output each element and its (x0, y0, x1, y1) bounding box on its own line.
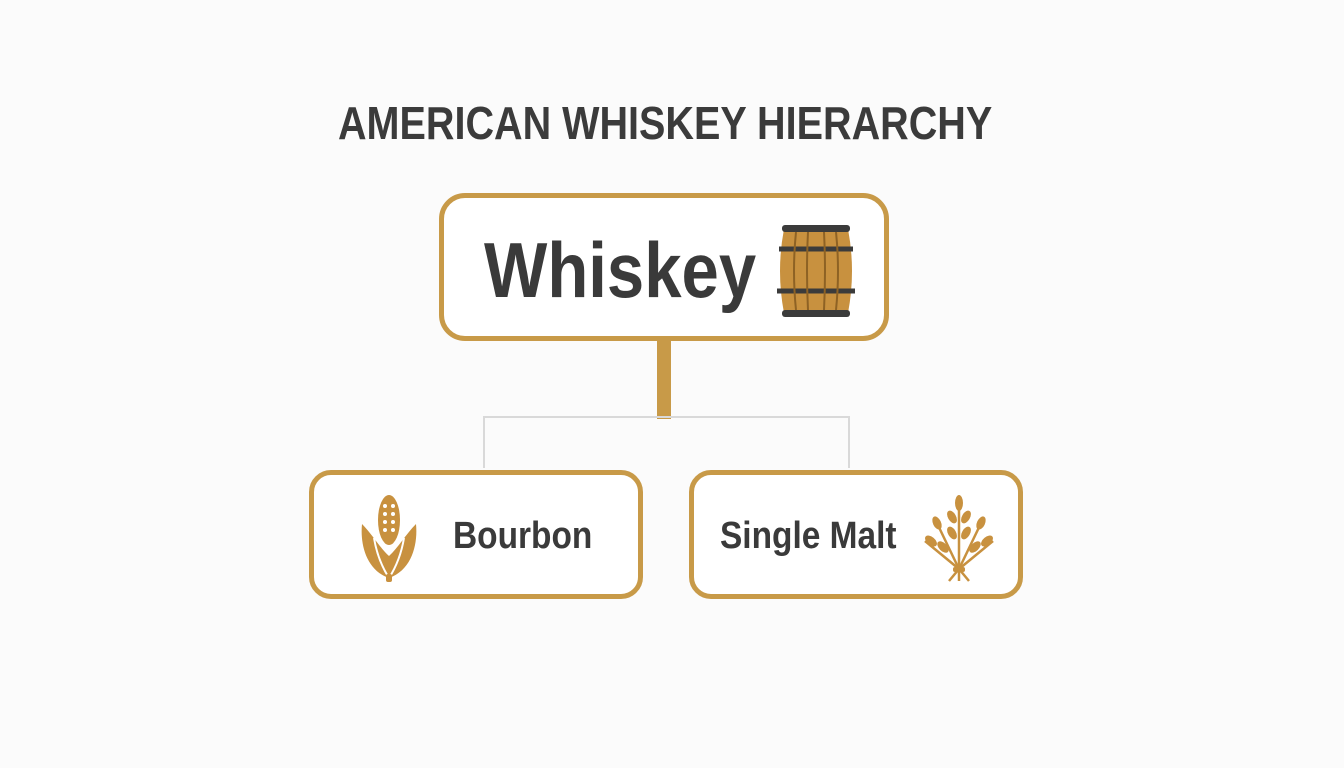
diagram-title: AMERICAN WHISKEY HIERARCHY (337, 97, 993, 149)
node-single-malt-label: Single Malt (720, 515, 897, 557)
branch-lines (483, 416, 850, 468)
corn-icon (361, 495, 417, 582)
wheat-icon (924, 495, 994, 582)
root-stem (657, 340, 671, 419)
node-whiskey: Whiskey (439, 193, 889, 341)
node-whiskey-label: Whiskey (484, 226, 757, 314)
node-single-malt: Single Malt (689, 470, 1023, 599)
barrel-icon (777, 225, 855, 317)
node-bourbon-label: Bourbon (453, 515, 593, 557)
node-bourbon: Bourbon (309, 470, 643, 599)
